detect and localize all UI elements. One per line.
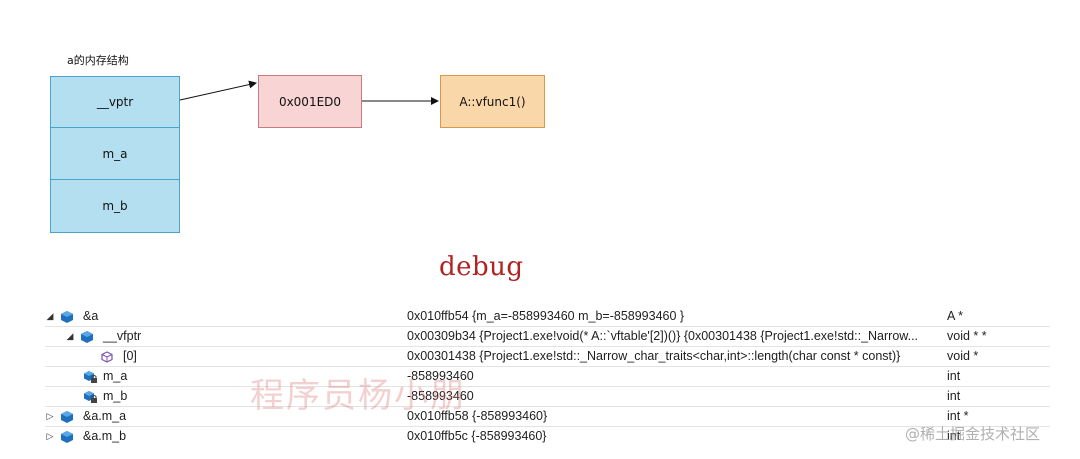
struct-cell-m-b: m_b — [50, 180, 180, 233]
section-label-debug: debug — [439, 252, 524, 282]
object-icon — [81, 331, 93, 343]
watch-name-cell: ◢ __vfptr — [45, 327, 400, 346]
private-field-icon — [84, 371, 97, 383]
watch-name-cell: ▷ &a.m_a — [45, 407, 400, 426]
watch-name-cell: ◢ &a — [45, 307, 400, 326]
watch-name: &a — [83, 309, 99, 323]
watch-value[interactable]: 0x00301438 {Project1.exe!std::_Narrow_ch… — [407, 349, 901, 363]
watch-name-cell: ▷ &a.m_b — [45, 427, 400, 446]
watch-name: m_a — [103, 369, 128, 383]
watch-type: int — [947, 429, 961, 443]
diagram-title: a的内存结构 — [67, 54, 129, 67]
watch-name: &a.m_b — [83, 429, 127, 443]
watch-type: A * — [947, 309, 963, 323]
watch-type: void * * — [947, 329, 987, 343]
watch-name-cell: m_a — [45, 367, 400, 386]
watch-value[interactable]: 0x010ffb58 {-858993460} — [407, 409, 548, 423]
vtable-entry-node: 0x001ED0 — [258, 75, 362, 128]
watch-value[interactable]: -858993460 — [407, 389, 474, 403]
memory-diagram: a的内存结构 __vptr m_a m_b 0x001ED0 A::vfunc1… — [50, 54, 545, 233]
expand-arrow-icon[interactable]: ▷ — [46, 431, 54, 441]
collapse-arrow-icon[interactable]: ◢ — [46, 311, 54, 321]
watch-row[interactable]: ◢ &a 0x010ffb54 {m_a=-858993460 m_b=-858… — [45, 307, 1050, 327]
function-node: A::vfunc1() — [440, 75, 545, 128]
object-icon — [61, 311, 73, 323]
struct-cell-m-a: m_a — [50, 128, 180, 180]
watch-table: ◢ &a 0x010ffb54 {m_a=-858993460 m_b=-858… — [45, 307, 1050, 447]
watch-name: &a.m_a — [83, 409, 127, 423]
watch-name: __vfptr — [103, 329, 142, 343]
private-field-icon — [84, 391, 97, 403]
watch-type: int — [947, 389, 961, 403]
watch-row[interactable]: ▷ &a.m_b 0x010ffb5c {-858993460} int — [45, 427, 1050, 447]
object-icon — [61, 411, 73, 423]
watch-row[interactable]: m_b -858993460 int — [45, 387, 1050, 407]
watch-value[interactable]: 0x010ffb54 {m_a=-858993460 m_b=-85899346… — [407, 309, 685, 323]
diagram-arrows — [179, 80, 439, 105]
watch-row[interactable]: ◢ __vfptr 0x00309b34 {Project1.exe!void(… — [45, 327, 1050, 347]
watch-row[interactable]: m_a -858993460 int — [45, 367, 1050, 387]
watch-value[interactable]: 0x00309b34 {Project1.exe!void(* A::`vfta… — [407, 329, 919, 343]
watch-row[interactable]: ▷ &a.m_a 0x010ffb58 {-858993460} int * — [45, 407, 1050, 427]
watch-type: int * — [947, 409, 969, 423]
watch-name-cell: [0] — [45, 347, 400, 366]
watch-name: [0] — [123, 349, 137, 363]
collapse-arrow-icon[interactable]: ◢ — [66, 331, 74, 341]
watch-value[interactable]: -858993460 — [407, 369, 474, 383]
watch-name: m_b — [103, 389, 128, 403]
watch-row[interactable]: [0] 0x00301438 {Project1.exe!std::_Narro… — [45, 347, 1050, 367]
element-icon — [101, 351, 113, 363]
watch-type: int — [947, 369, 961, 383]
watch-name-cell: m_b — [45, 387, 400, 406]
vptr-to-vtable-arrow — [179, 80, 257, 101]
watch-type: void * — [947, 349, 979, 363]
expand-arrow-icon[interactable]: ▷ — [46, 411, 54, 421]
object-icon — [61, 431, 73, 443]
watch-value[interactable]: 0x010ffb5c {-858993460} — [407, 429, 547, 443]
struct-cell-vptr: __vptr — [50, 76, 180, 128]
